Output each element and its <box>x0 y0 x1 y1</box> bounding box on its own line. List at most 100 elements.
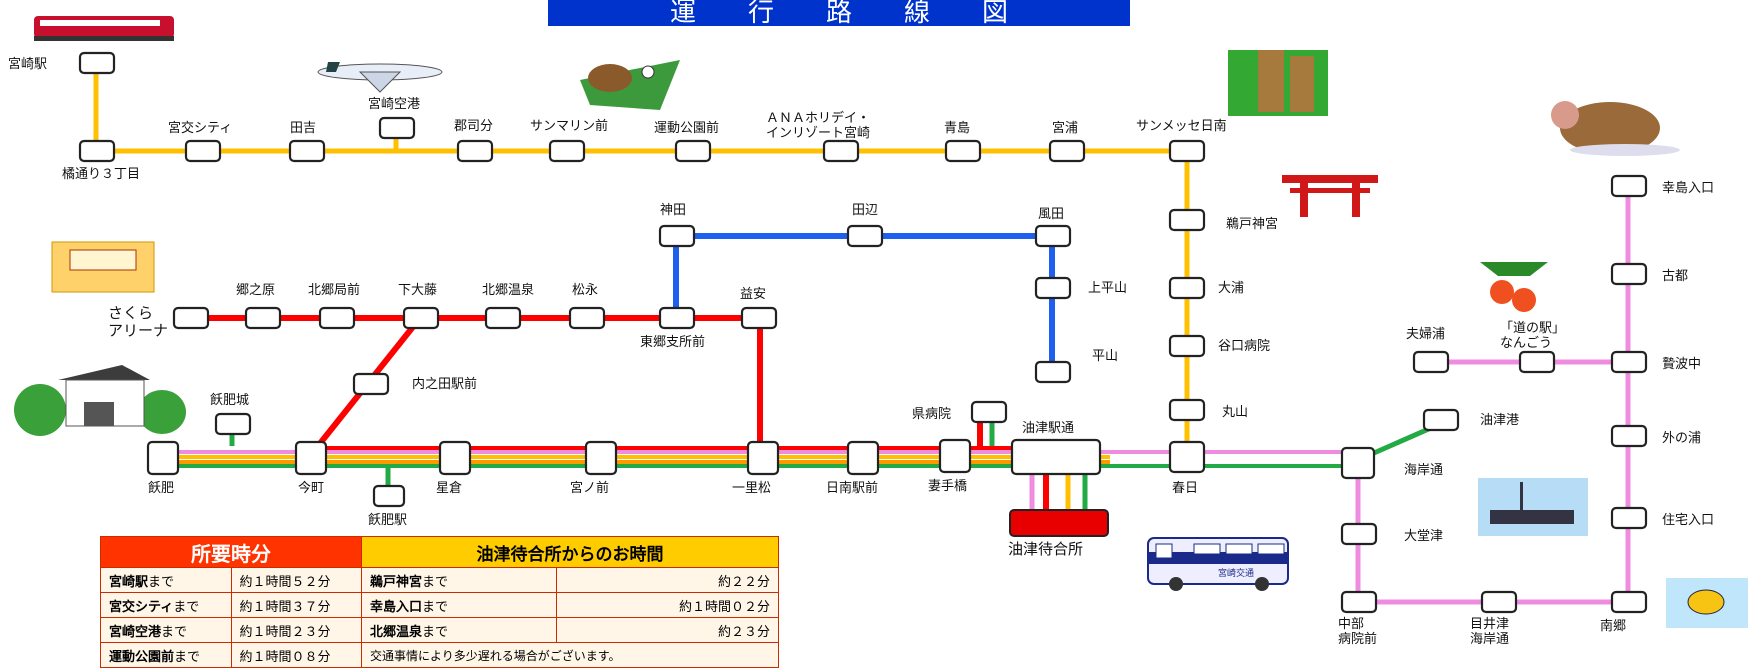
station-miyazaki-eki[interactable] <box>78 51 116 75</box>
map-title: 運 行 路 線 図 <box>548 0 1130 26</box>
station-sunmesse[interactable] <box>1168 139 1206 163</box>
station-togo[interactable] <box>658 306 696 330</box>
station-aoshima[interactable] <box>944 139 982 163</box>
label-matsunaga: 松永 <box>572 283 598 298</box>
station-kamihirayama[interactable] <box>1034 276 1072 300</box>
label-jutaku: 住宅入口 <box>1662 513 1714 528</box>
station-matsunaga[interactable] <box>568 306 606 330</box>
station-daidotsu[interactable] <box>1340 522 1378 546</box>
station-udo[interactable] <box>1168 208 1206 232</box>
label-oura: 大浦 <box>1218 281 1244 296</box>
arena-illustration <box>51 241 155 293</box>
station-aburatsu-dori[interactable] <box>1010 438 1102 476</box>
station-gonohara[interactable] <box>244 306 282 330</box>
station-obijo[interactable] <box>214 412 252 436</box>
station-nichinan-eki[interactable] <box>846 440 880 476</box>
label-hokugo-onsen: 北郷温泉 <box>482 282 534 298</box>
station-sotonoura[interactable] <box>1610 424 1648 448</box>
station-aburatsu-ko[interactable] <box>1422 408 1460 432</box>
table-row: 運動公園前まで 約１時間０８分 交通事情により多少遅れる場合がございます。 <box>100 642 779 668</box>
station-uchinoda[interactable] <box>352 372 390 396</box>
time-cell: 約２２分 <box>556 567 779 593</box>
station-kazeda[interactable] <box>1034 224 1072 248</box>
station-koribun[interactable] <box>456 139 494 163</box>
station-ekiyasu[interactable] <box>740 306 778 330</box>
station-tsumate[interactable] <box>938 438 972 474</box>
station-kanda[interactable] <box>658 224 696 248</box>
station-ana[interactable] <box>822 139 860 163</box>
station-hirayama[interactable] <box>1034 360 1072 384</box>
station-jutaku[interactable] <box>1610 506 1648 530</box>
label-taniguchi: 谷口病院 <box>1218 339 1270 354</box>
station-tachibana[interactable] <box>78 139 116 163</box>
pink-route <box>1029 186 1631 605</box>
station-miyaura[interactable] <box>1048 139 1086 163</box>
label-ekiyasu: 益安 <box>740 287 766 302</box>
station-maruyama[interactable] <box>1168 398 1206 422</box>
airplane-illustration <box>317 62 443 93</box>
label-maruyama: 丸山 <box>1222 405 1248 420</box>
station-furusato[interactable] <box>1610 262 1648 286</box>
label-kamihirayama: 上平山 <box>1088 281 1127 296</box>
station-aburatsu-machiai[interactable] <box>1009 509 1109 537</box>
label-tanabe: 田辺 <box>852 203 878 218</box>
label-gonohara: 郷之原 <box>236 283 275 298</box>
travel-time-table: 所要時分 油津待合所からのお時間 宮崎駅まで 約１時間５２分 鵜戸神宮まで 約２… <box>100 536 779 668</box>
station-hokugo-onsen[interactable] <box>484 306 522 330</box>
station-tanabe[interactable] <box>846 224 884 248</box>
station-undo[interactable] <box>674 139 712 163</box>
station-miyazaki-kuko[interactable] <box>378 116 416 140</box>
station-michinoeki[interactable] <box>1518 350 1556 374</box>
torii-illustration <box>1282 175 1378 217</box>
station-miyanomae[interactable] <box>584 440 618 476</box>
label-miyaura: 宮浦 <box>1052 120 1078 136</box>
station-obi-eki[interactable] <box>372 484 406 508</box>
station-nango[interactable] <box>1610 590 1648 614</box>
station-meotoura[interactable] <box>1412 350 1450 374</box>
dest-cell: 宮崎駅まで <box>100 567 232 593</box>
label-miyazaki-kuko: 宮崎空港 <box>368 96 420 112</box>
table-row: 宮交シティまで 約１時間３７分 幸島入口まで 約１時間０２分 <box>100 592 779 618</box>
label-tayoshi: 田吉 <box>290 121 316 136</box>
station-obi[interactable] <box>146 440 180 476</box>
station-kaigan-dori[interactable] <box>1340 446 1376 480</box>
station-kojima[interactable] <box>1610 174 1648 198</box>
station-kasuga[interactable] <box>1168 440 1206 474</box>
station-tayoshi[interactable] <box>288 139 326 163</box>
label-nichinan-eki: 日南駅前 <box>826 480 878 496</box>
label-michinoeki: 「道の駅」なんごう <box>1500 321 1565 351</box>
label-enami: 贄波中 <box>1662 356 1701 372</box>
label-koribun: 郡司分 <box>454 119 493 134</box>
bus-illustration: 宮崎交通 <box>1147 537 1289 591</box>
station-miyako-city[interactable] <box>184 139 222 163</box>
station-sakura[interactable] <box>172 306 210 330</box>
label-obijo: 飫肥城 <box>210 393 249 408</box>
time-cell: 約１時間０８分 <box>230 642 362 668</box>
station-imamachi[interactable] <box>294 440 328 476</box>
station-sunmarine[interactable] <box>548 139 586 163</box>
station-hokugo[interactable] <box>318 306 356 330</box>
label-tsumate: 妻手橋 <box>928 479 967 494</box>
castle-illustration <box>14 365 186 436</box>
table-header-duration: 所要時分 <box>100 536 362 568</box>
train-illustration <box>34 16 174 41</box>
dest-cell: 鵜戸神宮まで <box>360 567 558 593</box>
label-udo: 鵜戸神宮 <box>1226 216 1278 232</box>
label-kojima: 幸島入口 <box>1662 181 1714 196</box>
label-kanda: 神田 <box>660 203 686 218</box>
label-kasuga: 春日 <box>1172 481 1198 496</box>
station-hoshikura[interactable] <box>438 440 472 476</box>
station-enami[interactable] <box>1610 350 1648 374</box>
dest-cell: 宮交シティまで <box>100 592 232 618</box>
station-shimoofuji[interactable] <box>402 306 440 330</box>
station-meitsu[interactable] <box>1480 590 1518 614</box>
station-oura[interactable] <box>1168 276 1206 300</box>
station-ichirimatsu[interactable] <box>746 440 780 476</box>
label-aburatsu-machiai: 油津待合所 <box>1008 540 1083 558</box>
station-taniguchi[interactable] <box>1168 334 1206 358</box>
station-chubu-byoin[interactable] <box>1340 590 1378 614</box>
label-aburatsu-dori: 油津駅通 <box>1022 421 1074 436</box>
label-kaigan-dori: 海岸通 <box>1404 463 1443 478</box>
station-kenbyoin[interactable] <box>970 400 1008 424</box>
